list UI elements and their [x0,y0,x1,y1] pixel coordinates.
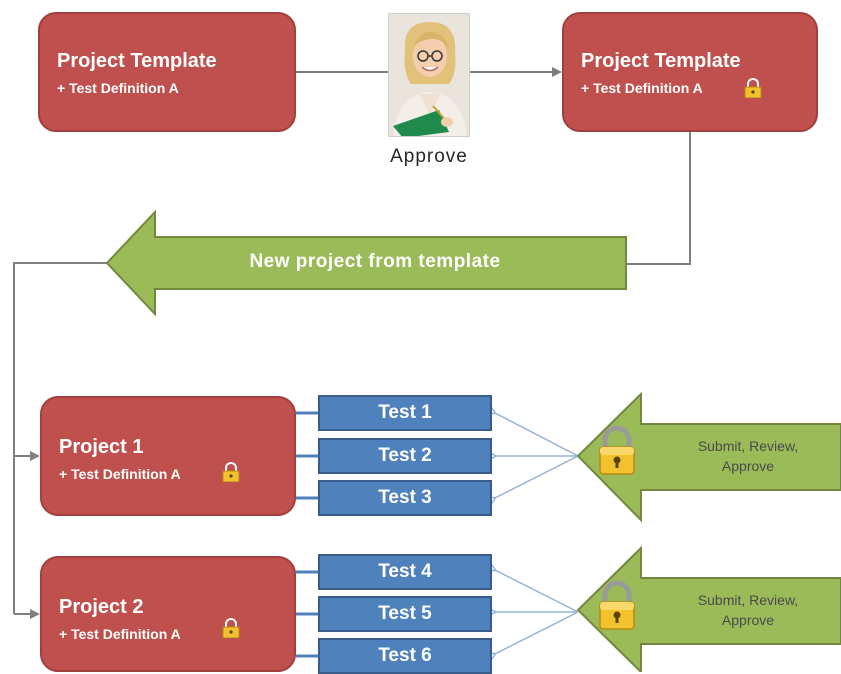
template-subtitle: + Test Definition A [57,80,179,96]
project-subtitle: + Test Definition A [59,626,181,642]
project-box-1: Project 1 + Test Definition A [40,396,296,516]
test-box: Test 6 [318,638,492,674]
project-subtitle: + Test Definition A [59,466,181,482]
test-box: Test 4 [318,554,492,590]
connector-template-to-new-project [626,132,691,265]
review-arrow-label: Submit, Review, Approve [697,438,799,474]
padlock-icon [744,78,762,98]
padlock-icon [599,580,635,630]
padlock-icon [222,618,240,638]
new-project-arrow-label: New project from template [249,251,501,272]
project-box-2: Project 2 + Test Definition A [40,556,296,672]
connector-trunk [13,262,107,614]
template-title: Project Template [57,50,217,72]
test-box: Test 1 [318,395,492,431]
project-title: Project 1 [59,436,144,458]
padlock-icon [599,425,635,475]
approver-photo [388,13,470,137]
test-box: Test 2 [318,438,492,474]
review-link-test-1 [495,413,579,457]
template-box-draft: Project Template + Test Definition A [38,12,296,132]
review-link-test-6 [495,611,579,654]
template-box-approved: Project Template + Test Definition A [562,12,818,132]
approve-caption: Approve [390,146,468,167]
project-title: Project 2 [59,596,144,618]
new-project-arrow [105,209,627,317]
review-arrow-2 [576,545,841,672]
review-link-test-3 [495,455,579,498]
padlock-icon [222,462,240,482]
person-icon [389,14,469,136]
review-arrow-label: Submit, Review, Approve [697,592,799,628]
template-subtitle: + Test Definition A [581,80,703,96]
template-title: Project Template [581,50,741,72]
test-box: Test 3 [318,480,492,516]
test-box: Test 5 [318,596,492,632]
review-arrow-1 [576,391,841,523]
review-link-test-4 [495,570,579,613]
